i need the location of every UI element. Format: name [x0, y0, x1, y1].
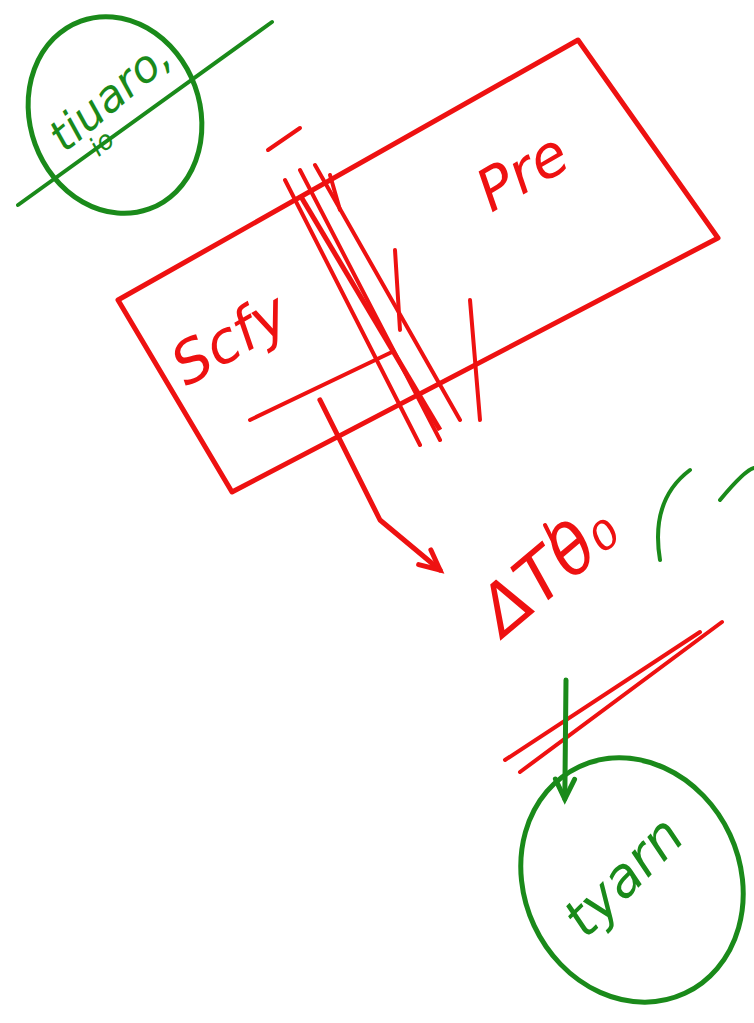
- partial-arc: [658, 470, 690, 560]
- hatch-line: [395, 250, 400, 330]
- handwritten-text: tyarn: [551, 804, 696, 949]
- connector-arrow: [565, 680, 566, 799]
- hatch-line: [470, 300, 480, 420]
- outline-stroke: [118, 40, 718, 492]
- compartment: Scfy: [118, 195, 440, 492]
- outline-stroke: [300, 195, 440, 430]
- underline: [505, 632, 700, 760]
- underlined-note: ΔTθ₀: [440, 480, 720, 680]
- process-box: PreScfy: [115, 38, 723, 496]
- underline: [520, 622, 722, 772]
- handwritten-text: Pre: [464, 119, 580, 225]
- outline-stroke: [481, 721, 754, 1023]
- green-circle: tiuaro,io: [20, 10, 210, 220]
- partial-arc: [720, 468, 754, 500]
- connector-arrow: [320, 400, 440, 570]
- underline: [250, 352, 392, 420]
- arrow-head: [419, 550, 440, 570]
- outline: [115, 38, 723, 496]
- scribble: [268, 128, 300, 150]
- handwritten-text: ΔTθ₀: [463, 489, 634, 650]
- outline-stroke: [1, 0, 229, 238]
- handwritten-text: Scfy: [159, 279, 300, 400]
- arrow-head: [555, 779, 574, 799]
- green-circle: tyarn: [512, 745, 752, 1015]
